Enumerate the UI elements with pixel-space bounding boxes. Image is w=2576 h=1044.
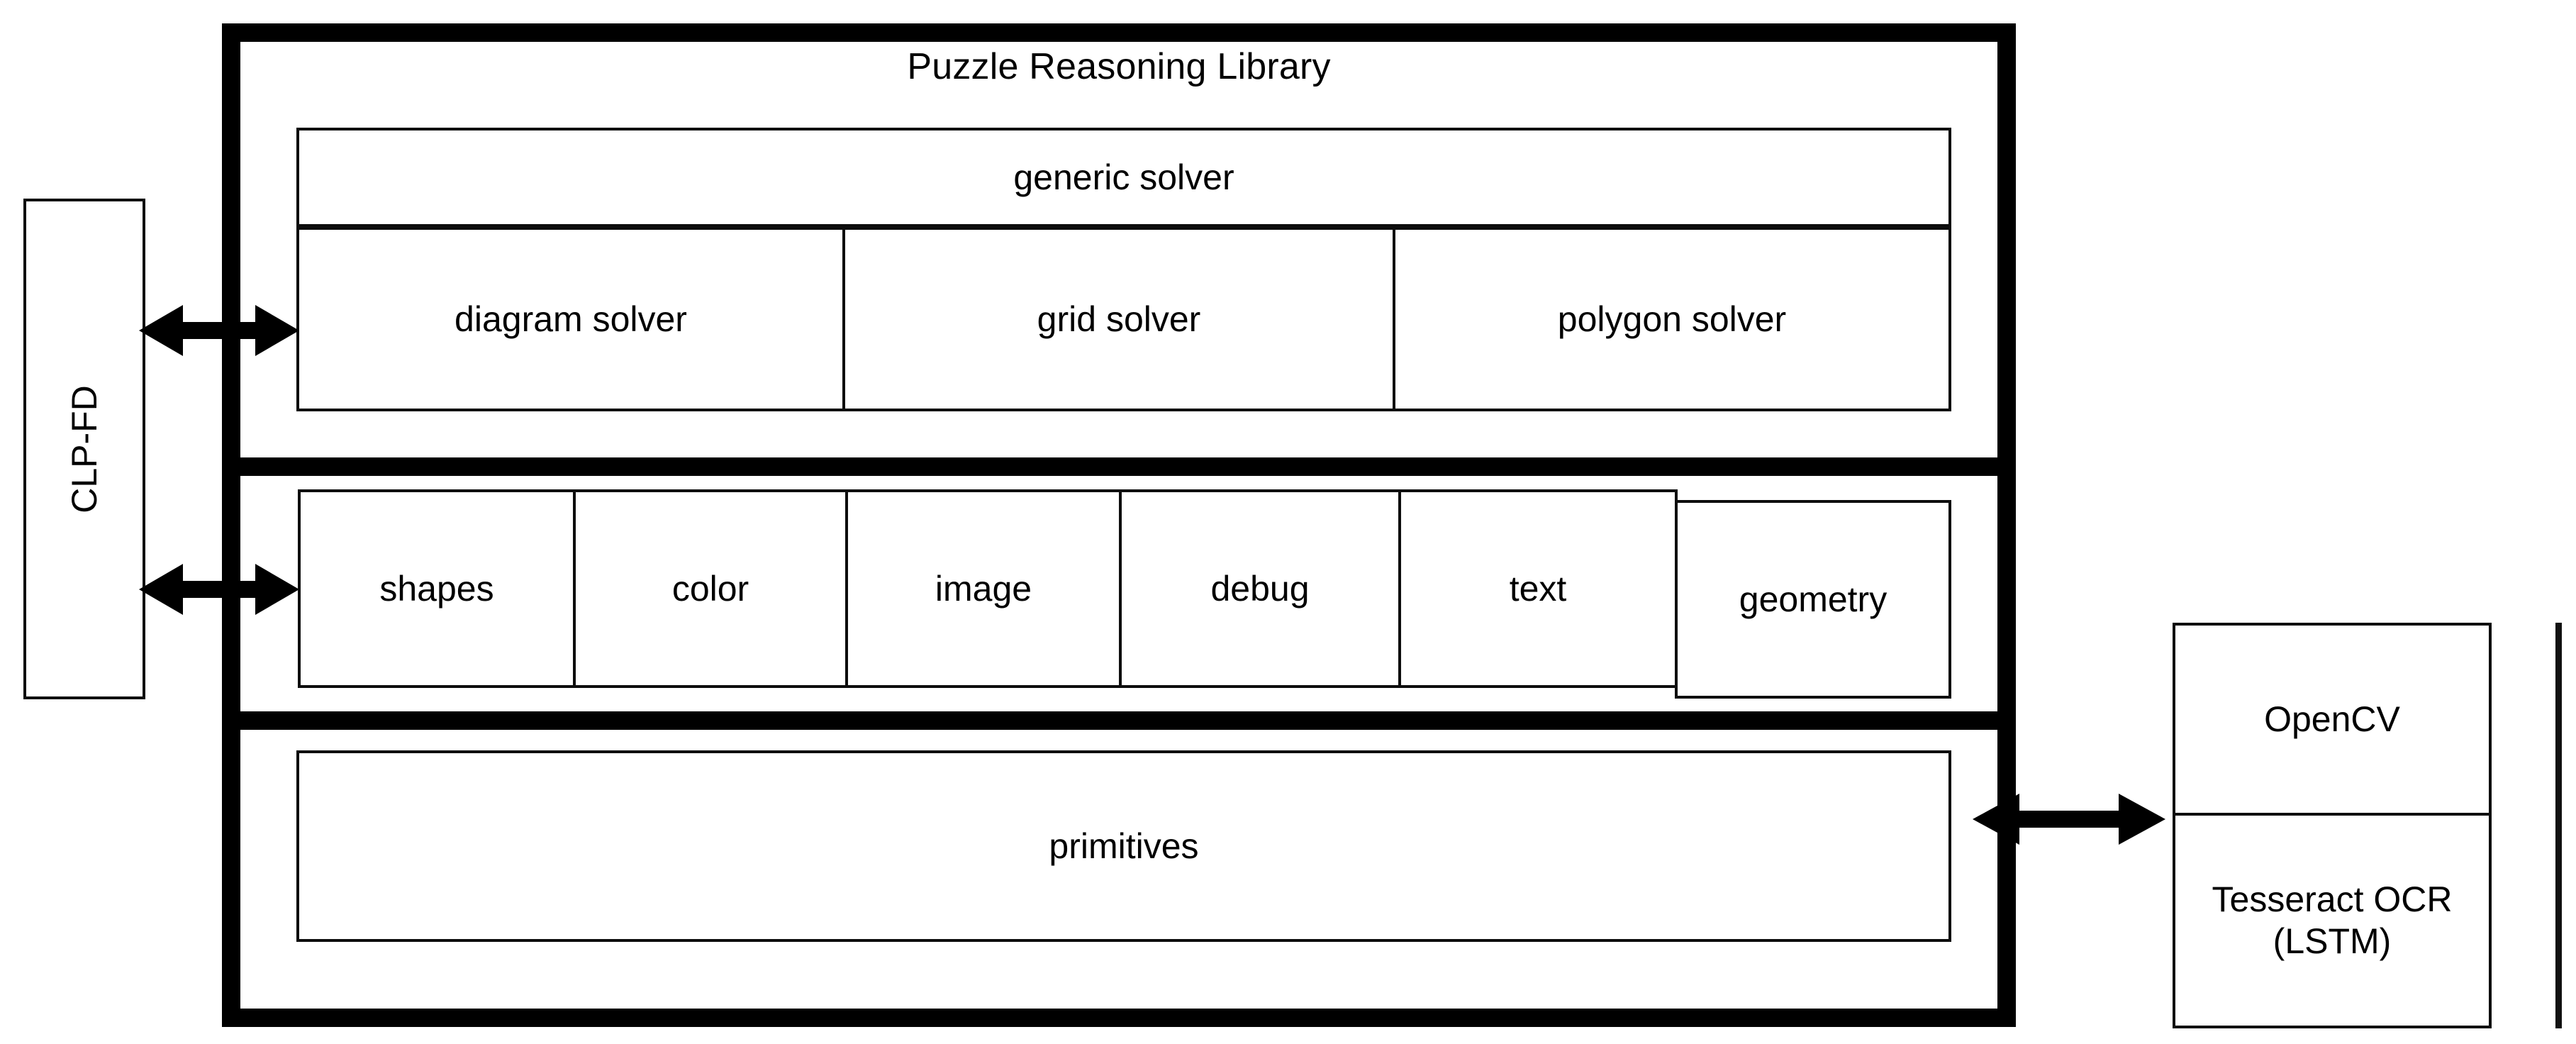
module-text-box: text <box>1398 489 1678 688</box>
diagram-solver-box: diagram solver <box>296 227 845 411</box>
library-title: Puzzle Reasoning Library <box>907 46 1331 87</box>
tesseract-ocr-label-line1: Tesseract OCR <box>2212 879 2453 919</box>
tesseract-ocr-label-line2: (LSTM) <box>2273 921 2392 961</box>
module-image-box: image <box>845 489 1122 688</box>
primitives-box: primitives <box>296 750 1951 942</box>
clp-fd-box: CLP-FD <box>23 199 145 699</box>
polygon-solver-box: polygon solver <box>1393 227 1951 411</box>
double-arrow-horizontal-icon <box>139 564 299 615</box>
module-shapes-box: shapes <box>298 489 576 688</box>
layer-divider-solvers-modules <box>222 457 2016 476</box>
right-edge-partial-line <box>2555 623 2562 1028</box>
tesseract-ocr-box: Tesseract OCR (LSTM) <box>2173 813 2492 1028</box>
grid-solver-box: grid solver <box>842 227 1395 411</box>
clp-fd-label: CLP-FD <box>64 384 104 513</box>
module-color-box: color <box>573 489 848 688</box>
layer-divider-modules-primitives <box>222 711 2016 730</box>
double-arrow-horizontal-icon <box>139 305 299 356</box>
module-geometry-box: geometry <box>1675 500 1951 699</box>
opencv-box: OpenCV <box>2173 623 2492 816</box>
module-debug-box: debug <box>1119 489 1401 688</box>
double-arrow-horizontal-icon <box>1973 794 2165 845</box>
generic-solver-box: generic solver <box>296 128 1951 227</box>
